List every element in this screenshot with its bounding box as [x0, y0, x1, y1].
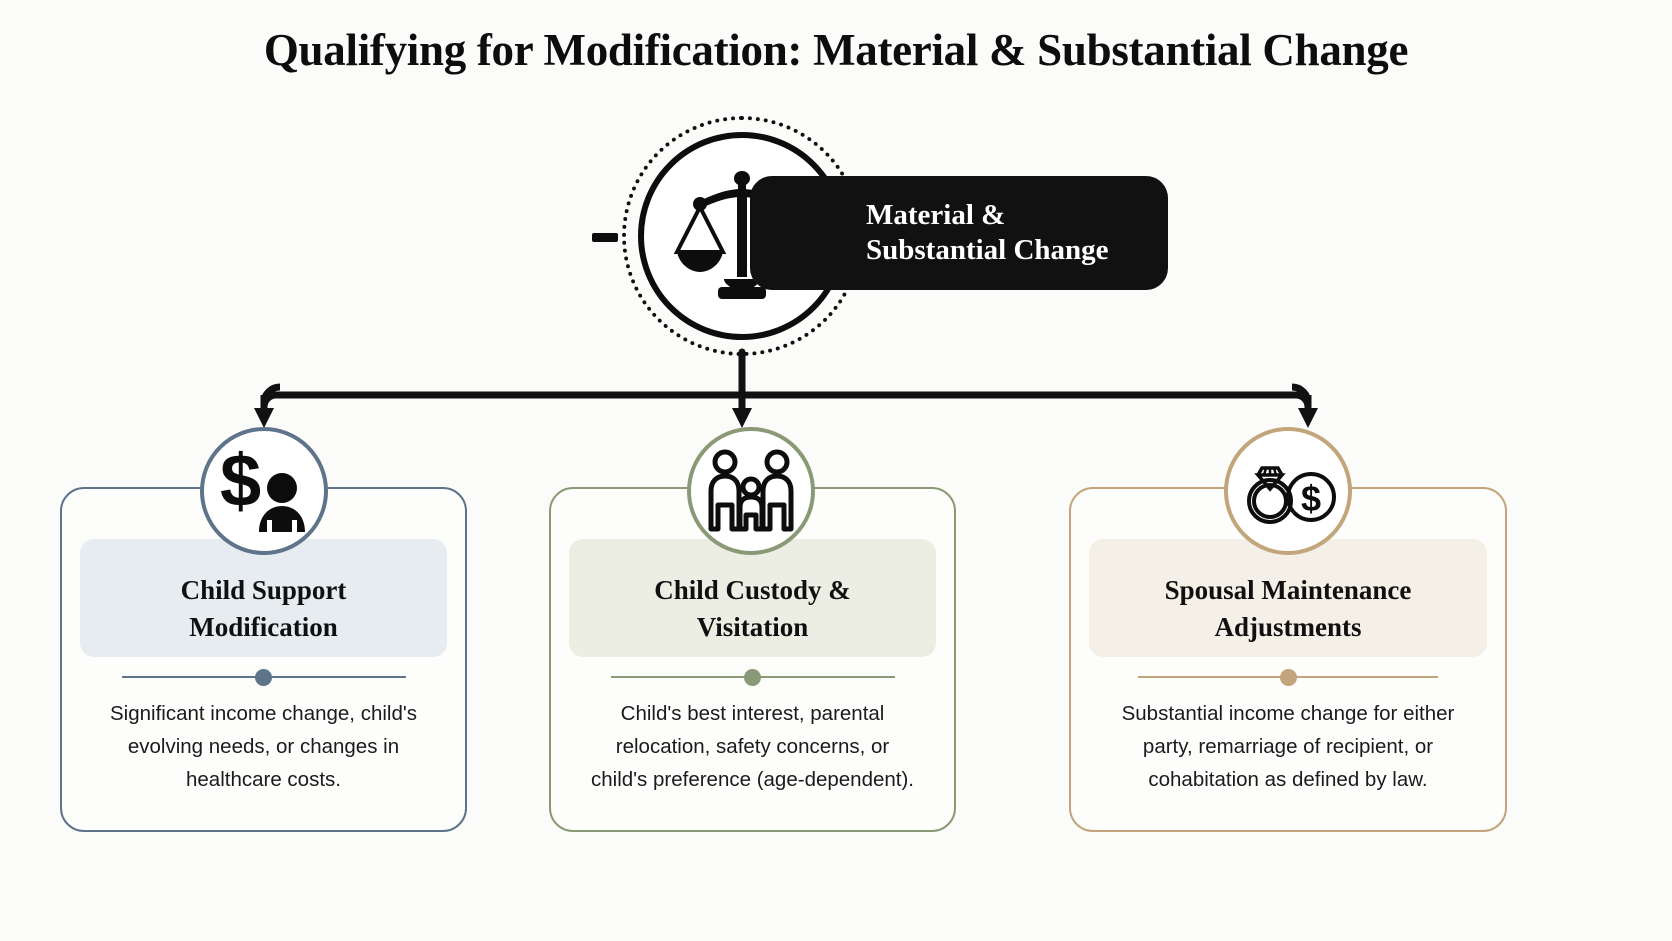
card-title: Child Support Modification	[180, 575, 347, 642]
branch-icon-circle-spousal-maintenance[interactable]: $	[1224, 427, 1352, 555]
card-divider	[1071, 668, 1505, 686]
card-title: Child Custody & Visitation	[654, 575, 851, 642]
card-title-band: Child Custody & Visitation	[569, 539, 936, 657]
card-title-band: Spousal Maintenance Adjustments	[1089, 539, 1487, 657]
ring-dollar-icon: $	[1247, 466, 1336, 524]
connector-arrowheads	[254, 408, 1318, 428]
card-divider	[62, 668, 465, 686]
hub-label-box: Material & Substantial Change	[750, 176, 1168, 290]
dollar-glyph: $	[1301, 478, 1321, 519]
divider-dot	[1279, 668, 1297, 686]
card-description: Substantial income change for either par…	[1121, 702, 1455, 791]
svg-text:$: $	[220, 448, 261, 522]
card-description: Significant income change, child's evolv…	[109, 702, 418, 791]
divider-dot	[255, 668, 272, 686]
dollar-person-icon: $	[220, 448, 305, 532]
branch-icon-circle-child-support[interactable]: $	[200, 427, 328, 555]
card-title: Spousal Maintenance Adjustments	[1164, 575, 1412, 642]
branch-card-child-custody-visitation[interactable]: Child Custody & Visitation Child's best …	[549, 487, 956, 832]
hub-label-text: Material & Substantial Change	[866, 199, 1109, 266]
branch-icon-circle-child-custody[interactable]	[687, 427, 815, 555]
hub-left-nub	[592, 233, 618, 242]
family-icon	[708, 449, 794, 532]
card-divider	[551, 668, 954, 686]
card-title-band: Child Support Modification	[80, 539, 447, 657]
card-description: Child's best interest, parental relocati…	[590, 702, 914, 791]
page-title: Qualifying for Modification: Material & …	[263, 25, 1409, 75]
branch-card-spousal-maintenance-adjustments[interactable]: Spousal Maintenance Adjustments Substant…	[1069, 487, 1507, 832]
divider-dot	[744, 668, 761, 686]
